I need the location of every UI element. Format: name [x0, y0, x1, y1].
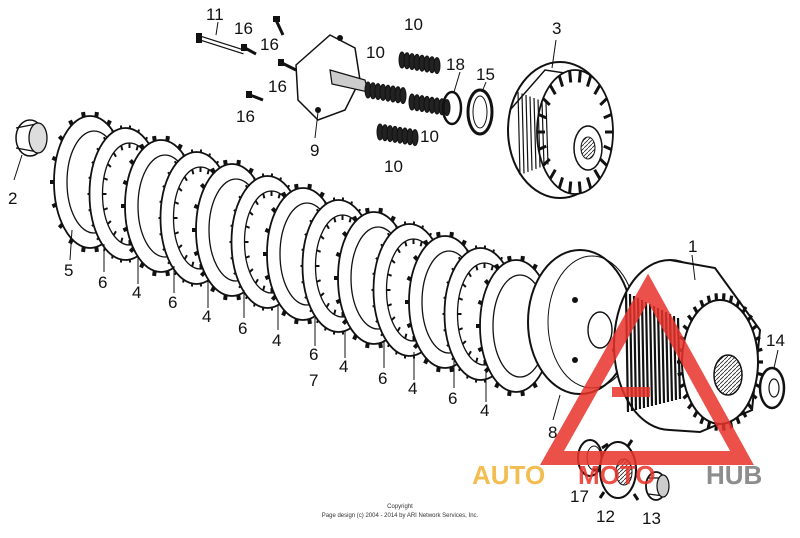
callout-4a: 4	[132, 283, 141, 302]
callout-3: 3	[552, 19, 561, 38]
clutch-plate-stack	[50, 111, 556, 397]
callout-16b: 16	[260, 35, 279, 54]
callout-2: 2	[8, 189, 17, 208]
spring	[398, 51, 441, 75]
spring	[364, 81, 407, 105]
callout-5: 5	[64, 261, 73, 280]
part-15-ring	[466, 88, 494, 136]
callout-4b: 4	[202, 307, 211, 326]
part-13-collar	[645, 471, 670, 501]
callout-10b: 10	[366, 43, 385, 62]
copyright-line-2: Page design (c) 2004 - 2014 by ARI Netwo…	[322, 513, 479, 519]
leader-lines	[13, 39, 557, 402]
callout-6a: 6	[98, 273, 107, 292]
part-3-clutch-center	[507, 61, 614, 199]
callout-6b: 6	[168, 293, 177, 312]
spring	[376, 123, 419, 147]
watermark-text-mid: MOTO	[578, 460, 656, 490]
callout-4d: 4	[339, 357, 348, 376]
callout-16d: 16	[236, 107, 255, 126]
autotmotohub-watermark: AUTO MOTO HUB	[472, 273, 762, 490]
callout-16a: 16	[234, 19, 253, 38]
callout-6d: 6	[309, 345, 318, 364]
watermark-text-right: HUB	[706, 460, 762, 490]
part-1-clutch-outer	[613, 254, 763, 434]
callout-6c: 6	[238, 319, 247, 338]
callout-10d: 10	[384, 157, 403, 176]
callout-10c: 10	[420, 127, 439, 146]
callout-15: 15	[476, 65, 495, 84]
callout-1: 1	[688, 237, 697, 256]
callout-18: 18	[446, 55, 465, 74]
watermark-triangle	[540, 273, 754, 465]
part-9-lifter-plate	[295, 34, 369, 139]
watermark-text-left: AUTO	[472, 460, 545, 490]
callout-9: 9	[310, 141, 319, 160]
copyright-line-1: Copyright	[387, 504, 413, 510]
callout-13: 13	[642, 509, 661, 528]
part-16-bolts	[241, 16, 297, 102]
callout-10a: 10	[404, 15, 423, 34]
callout-17: 17	[570, 487, 589, 506]
part-18-ring	[441, 90, 463, 126]
callout-4e: 4	[408, 379, 417, 398]
part-10-springs	[364, 51, 451, 147]
part-2-collar	[15, 119, 48, 157]
part-11-bolt	[196, 21, 245, 55]
callout-11: 11	[206, 5, 224, 24]
callout-7: 7	[309, 371, 318, 390]
callout-8: 8	[548, 423, 557, 442]
callout-6e: 6	[378, 369, 387, 388]
callout-labels: 1 2 3 4 4 4 4 4 4 5 6 6 6 6 6 6 7 8 9 10…	[8, 5, 785, 528]
callout-16c: 16	[268, 77, 287, 96]
callout-12: 12	[596, 507, 615, 526]
callout-6f: 6	[448, 389, 457, 408]
callout-14: 14	[766, 331, 785, 350]
callout-4c: 4	[272, 331, 281, 350]
callout-4f: 4	[480, 401, 489, 420]
part-14-washer	[758, 349, 786, 410]
